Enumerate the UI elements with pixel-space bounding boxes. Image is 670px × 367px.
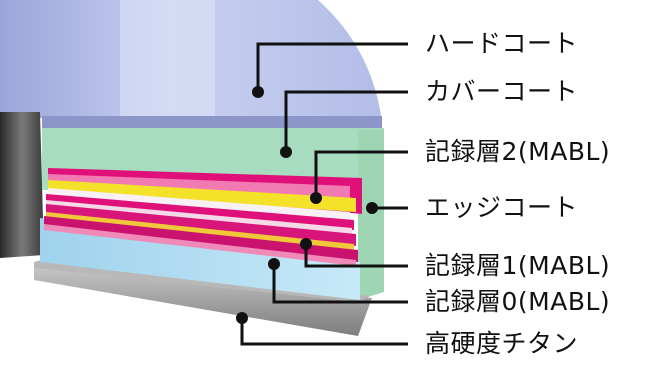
label-rec-layer-2: 記録層2(MABL) bbox=[425, 137, 611, 166]
layer-stack-pink-2 bbox=[44, 224, 356, 266]
leader-cover-coat bbox=[284, 90, 408, 150]
leader-lines bbox=[240, 42, 408, 346]
layer-stack-white-2 bbox=[46, 200, 352, 234]
leader-rec-layer-2 bbox=[314, 150, 408, 198]
leader-hard-coat bbox=[256, 42, 408, 92]
leader-rec-layer-1 bbox=[304, 244, 408, 268]
layer-stack-magenta-3 bbox=[46, 204, 356, 246]
label-edge-coat: エッジコート bbox=[425, 193, 579, 222]
dot-edge-coat bbox=[366, 202, 378, 214]
label-rec-layer-0: 記録層0(MABL) bbox=[425, 287, 611, 316]
titanium-base bbox=[34, 258, 372, 336]
leader-rec-layer-0 bbox=[272, 264, 408, 304]
layer-stack-white-1 bbox=[48, 188, 350, 220]
hard-coat-band bbox=[42, 116, 382, 128]
layer-stack-yellow-2 bbox=[46, 212, 354, 250]
layer-stack-magenta-2 bbox=[46, 194, 354, 230]
layer-stack-yellow bbox=[48, 180, 356, 212]
edge-coat-layer bbox=[358, 130, 384, 300]
label-cover-coat: カバーコート bbox=[425, 77, 579, 106]
dot-cover-coat bbox=[280, 146, 292, 158]
dot-rec-layer-2 bbox=[310, 192, 322, 204]
leader-dots bbox=[236, 86, 378, 324]
label-titanium: 高硬度チタン bbox=[425, 329, 579, 358]
label-hard-coat: ハードコート bbox=[425, 29, 579, 58]
layer-stack-magenta-4 bbox=[44, 216, 358, 262]
hard-coat-highlight bbox=[120, 0, 215, 118]
dot-hard-coat bbox=[252, 86, 264, 98]
dot-rec-layer-1 bbox=[300, 238, 312, 250]
dot-rec-layer-0 bbox=[268, 258, 280, 270]
dot-titanium bbox=[236, 312, 248, 324]
label-rec-layer-1: 記録層1(MABL) bbox=[425, 251, 611, 280]
center-post bbox=[0, 112, 44, 258]
leader-titanium bbox=[240, 318, 408, 346]
